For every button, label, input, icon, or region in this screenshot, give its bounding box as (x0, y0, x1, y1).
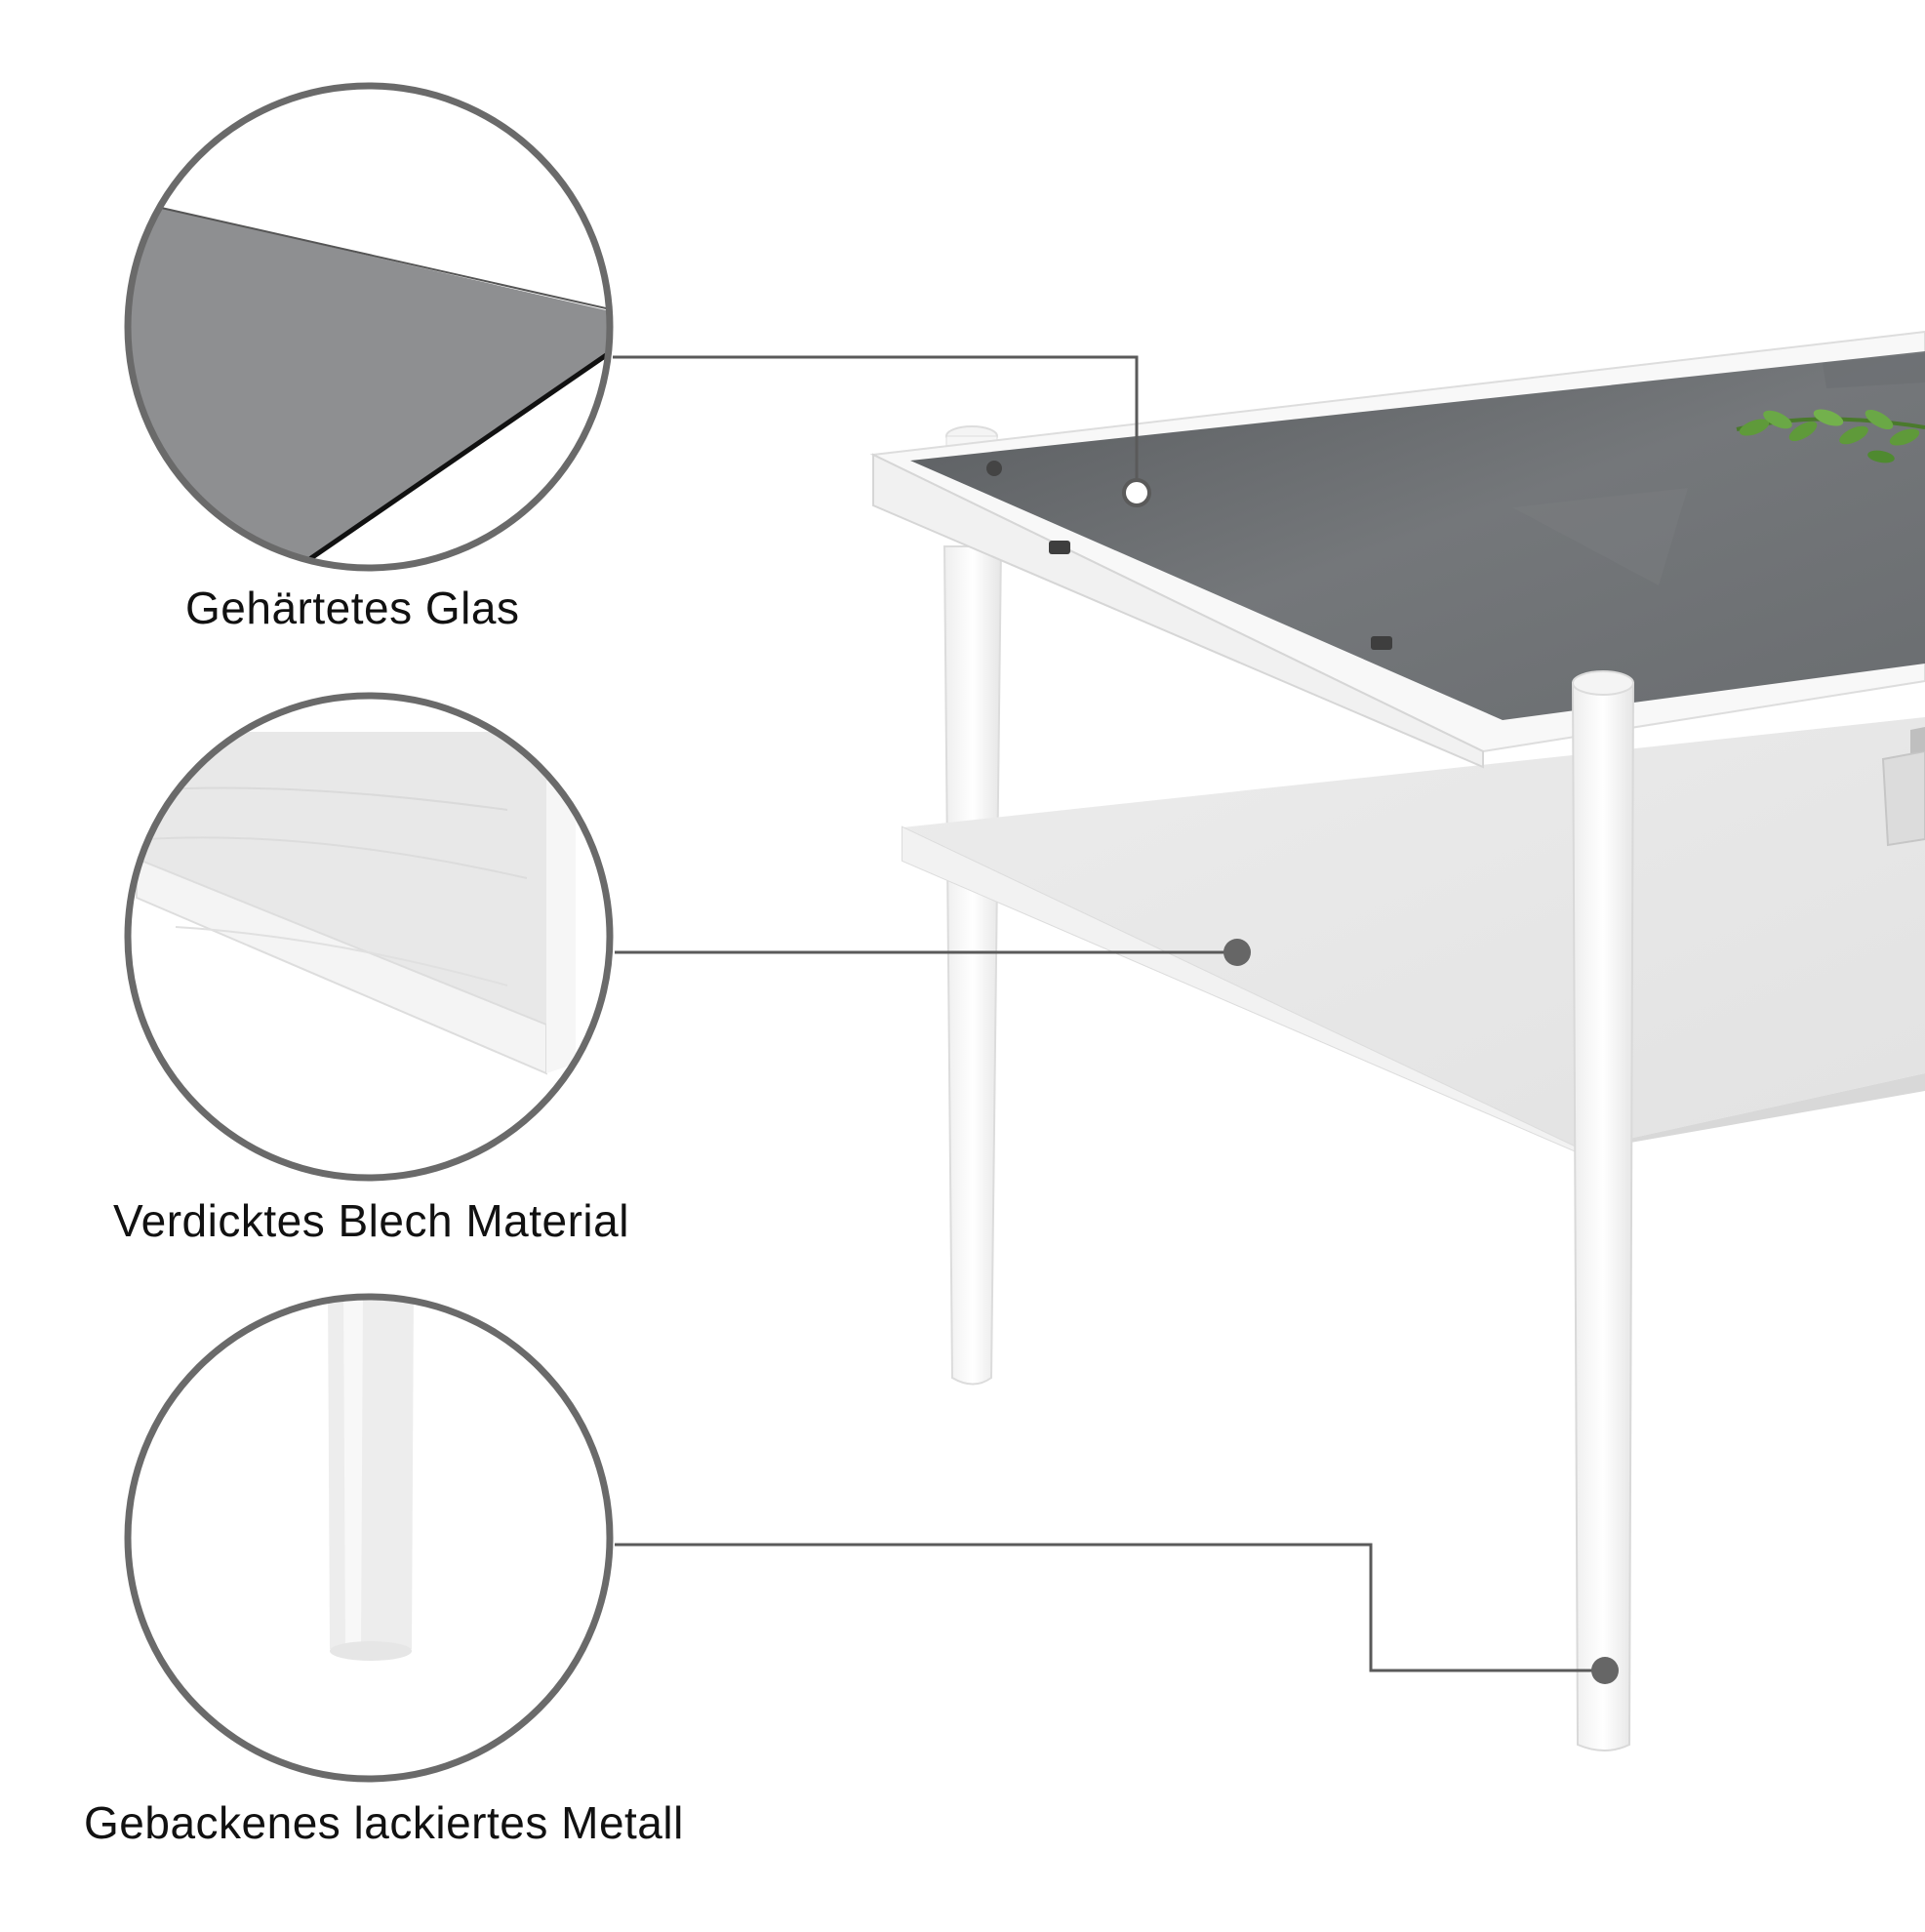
glass-clip (986, 461, 1392, 650)
callout-marker-metal (1591, 1657, 1619, 1684)
book-stack (1881, 727, 1925, 847)
callout-line-glass (613, 355, 1139, 493)
callout-lines (613, 355, 1619, 1684)
feature-label-glass: Gehärtetes Glas (185, 583, 520, 633)
callout-line-metal (615, 1543, 1605, 1672)
zoom-circle-sheet (124, 692, 614, 1182)
zoom-circle-glass (124, 82, 614, 572)
feature-label-sheet: Verdicktes Blech Material (113, 1195, 629, 1246)
table-leg-back-left (942, 545, 1003, 1386)
coffee-table (869, 330, 1925, 1751)
callout-marker-glass (1122, 478, 1151, 507)
plant-decoration (1736, 353, 1925, 463)
table-leg-front-right (1571, 682, 1635, 1751)
callout-marker-sheet (1223, 939, 1251, 966)
feature-label-metal: Gebackenes lackiertes Metall (84, 1797, 684, 1848)
zoom-circle-metal (124, 1293, 614, 1783)
lower-shelf (902, 717, 1925, 1149)
tempered-glass-pane (910, 351, 1925, 720)
